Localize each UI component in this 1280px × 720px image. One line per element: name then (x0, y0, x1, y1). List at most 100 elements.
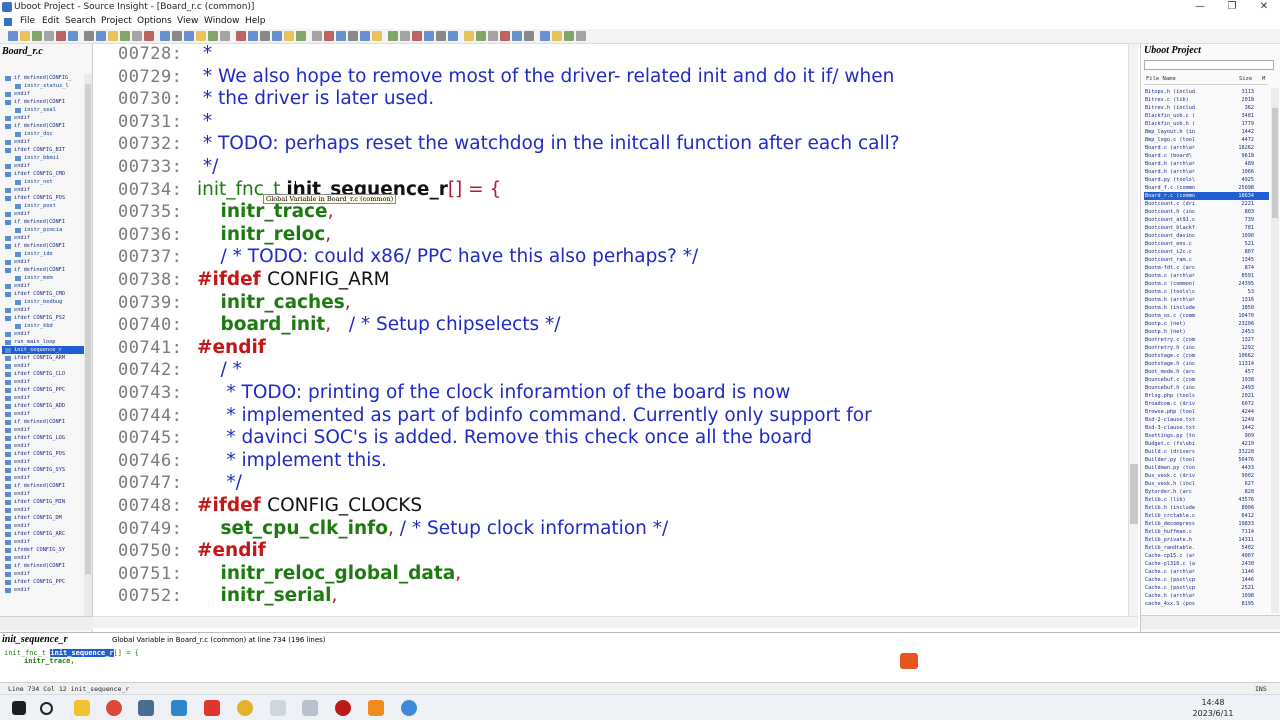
toolbar-button[interactable] (196, 31, 206, 41)
symbol-item[interactable]: initr_post (2, 202, 84, 210)
symbol-scrollbar[interactable] (84, 74, 92, 622)
symbol-item[interactable]: initr_pcmcia (2, 226, 84, 234)
toolbar-button[interactable] (236, 31, 246, 41)
code-line[interactable]: 00729: * We also hope to remove most of … (93, 66, 1128, 88)
symbol-item[interactable]: endif (2, 538, 84, 546)
symbol-item[interactable]: endif (2, 90, 84, 98)
code-line[interactable]: 00746: * implement this. (93, 450, 1128, 472)
symbol-item[interactable]: endif (2, 138, 84, 146)
toolbar-button[interactable] (552, 31, 562, 41)
editor-vertical-scrollbar[interactable] (1128, 44, 1138, 616)
app-icon-4[interactable] (171, 700, 187, 716)
symbol-item[interactable]: initr_seal (2, 106, 84, 114)
toolbar-button[interactable] (412, 31, 422, 41)
code-line[interactable]: 00742: / * (93, 359, 1128, 381)
wps-icon[interactable] (204, 700, 220, 716)
code-line[interactable]: 00738:#ifdef CONFIG_ARM (93, 269, 1128, 291)
symbol-item[interactable]: endif (2, 162, 84, 170)
chrome-icon[interactable] (106, 700, 122, 716)
toolbar-button[interactable] (132, 31, 142, 41)
code-line[interactable]: 00730: * the driver is later used. (93, 88, 1128, 110)
menu-file[interactable]: File (20, 16, 36, 26)
app-icon-3[interactable] (138, 700, 154, 716)
symbol-item[interactable]: endif (2, 330, 84, 338)
symbol-item[interactable]: initr_net (2, 178, 84, 186)
toolbar-button[interactable] (348, 31, 358, 41)
start-icon[interactable] (12, 701, 26, 715)
symbol-item[interactable]: ifndef CONFIG_SY (2, 546, 84, 554)
symbol-item[interactable]: ifdef CONFIG_LOG (2, 434, 84, 442)
toolbar-button[interactable] (120, 31, 130, 41)
toolbar-button[interactable] (324, 31, 334, 41)
file-row[interactable]: Bitrev.c (lib)2018 (1144, 96, 1269, 104)
symbol-item[interactable]: endif (2, 410, 84, 418)
col-modified[interactable]: M (1262, 76, 1266, 82)
menu-window[interactable]: Window (204, 16, 240, 26)
symbol-item[interactable]: endif (2, 442, 84, 450)
symbol-item[interactable]: endif (2, 458, 84, 466)
toolbar-button[interactable] (464, 31, 474, 41)
symbol-item[interactable]: endif (2, 378, 84, 386)
toolbar-button[interactable] (400, 31, 410, 41)
symbol-item[interactable]: endif (2, 586, 84, 594)
toolbar-button[interactable] (84, 31, 94, 41)
file-row[interactable]: Bootp.c (net)23206 (1144, 320, 1269, 328)
symbol-item[interactable]: endif (2, 426, 84, 434)
code-line[interactable]: 00751: initr_reloc_global_data, (93, 563, 1128, 585)
symbol-item[interactable]: endif (2, 394, 84, 402)
app-menu-icon[interactable] (4, 18, 12, 26)
code-line[interactable]: 00750:#endif (93, 540, 1128, 562)
ime-toolbar[interactable] (900, 653, 1020, 671)
code-line[interactable]: 00741:#endif (93, 337, 1128, 359)
symbol-item[interactable]: endif (2, 306, 84, 314)
col-file-name[interactable]: File Name (1146, 76, 1176, 82)
symbol-item[interactable]: endif (2, 362, 84, 370)
symbol-item[interactable]: ifdef CONFIG_ADD (2, 402, 84, 410)
code-line[interactable]: 00733: */ (93, 156, 1128, 178)
symbol-item[interactable]: endif (2, 522, 84, 530)
menu-edit[interactable]: Edit (42, 16, 60, 26)
symbol-item[interactable]: ifdef CONFIG_CMD (2, 290, 84, 298)
file-row[interactable]: Bootp.h (net)2453 (1144, 328, 1269, 336)
code-line[interactable]: 00734:init_fnc_t init_sequence_r[] = { (93, 179, 1128, 201)
code-line[interactable]: 00731: * (93, 111, 1128, 133)
symbol-item[interactable]: run_main_loop (2, 338, 84, 346)
menu-project[interactable]: Project (101, 16, 132, 26)
symbol-item[interactable]: initr_doc (2, 130, 84, 138)
symbol-item[interactable]: initr_bbmii (2, 154, 84, 162)
symbol-item[interactable]: initr_status_l (2, 82, 84, 90)
symbol-item[interactable]: if defined(CONFI (2, 482, 84, 490)
symbol-item[interactable]: ifdef CONFIG_CMD (2, 170, 84, 178)
file-row[interactable]: Board.c (board\9618 (1144, 152, 1269, 160)
toolbar-button[interactable] (260, 31, 270, 41)
code-line[interactable]: 00739: initr_caches, (93, 292, 1128, 314)
file-row[interactable]: Blackfin_usb.h (1779 (1144, 120, 1269, 128)
symbol-item[interactable]: ifdef CONFIG_MIN (2, 498, 84, 506)
symbol-item[interactable]: initr_kbd (2, 322, 84, 330)
app-icon-8[interactable] (302, 700, 318, 716)
code-line[interactable]: 00735: initr_trace, (93, 201, 1128, 223)
code-line[interactable]: 00745: * davinci SOC's is added. Remove … (93, 427, 1128, 449)
code-line[interactable]: 00749: set_cpu_clk_info, / * Setup clock… (93, 518, 1128, 540)
code-line[interactable]: 00747: */ (93, 472, 1128, 494)
